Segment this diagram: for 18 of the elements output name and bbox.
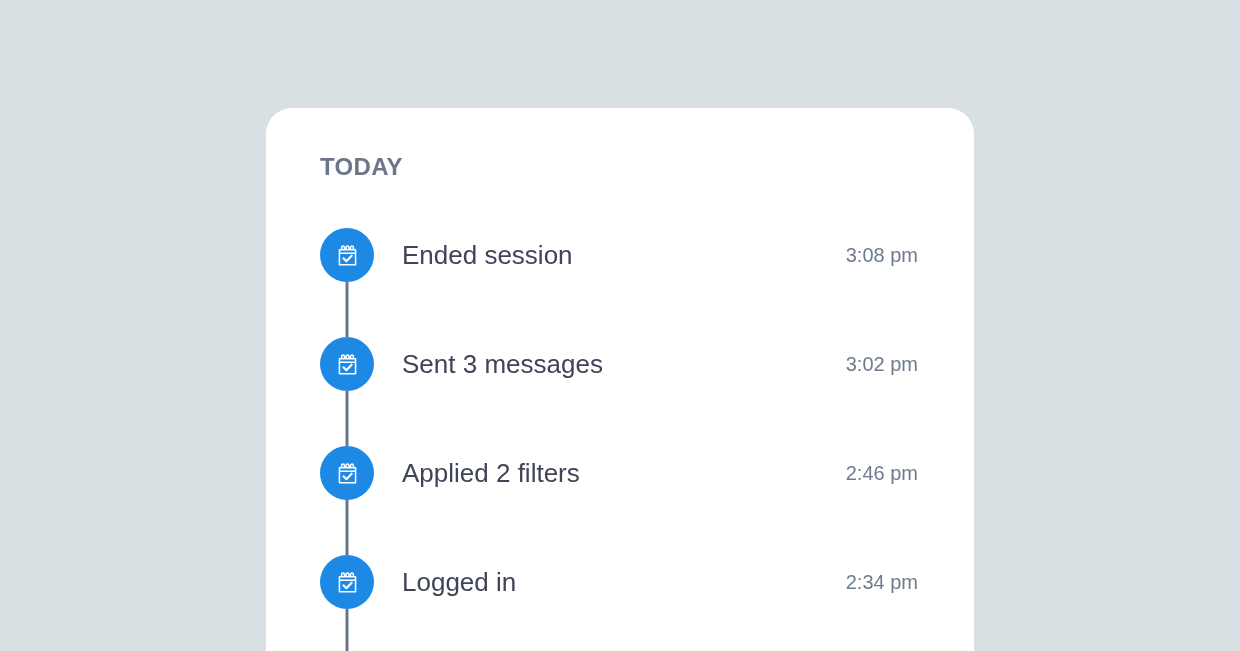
timeline-card bbox=[266, 108, 974, 651]
timeline-line bbox=[345, 500, 349, 555]
timeline-line bbox=[345, 391, 349, 446]
event-marker bbox=[320, 337, 374, 391]
event-marker bbox=[320, 446, 374, 500]
event-time: 2:46 pm bbox=[845, 461, 918, 486]
section-heading: TODAY bbox=[320, 152, 403, 182]
event-title: Applied 2 filters bbox=[402, 457, 580, 489]
event-time: 3:02 pm bbox=[845, 352, 918, 377]
timeline-line bbox=[345, 282, 349, 337]
event-time: 2:34 pm bbox=[845, 570, 918, 595]
event-title: Sent 3 messages bbox=[402, 348, 603, 380]
event-marker bbox=[320, 228, 374, 282]
event-marker bbox=[320, 555, 374, 609]
event-title: Logged in bbox=[402, 566, 517, 598]
event-time: 3:08 pm bbox=[845, 243, 918, 268]
event-title: Ended session bbox=[402, 239, 573, 271]
timeline-line bbox=[345, 609, 349, 651]
